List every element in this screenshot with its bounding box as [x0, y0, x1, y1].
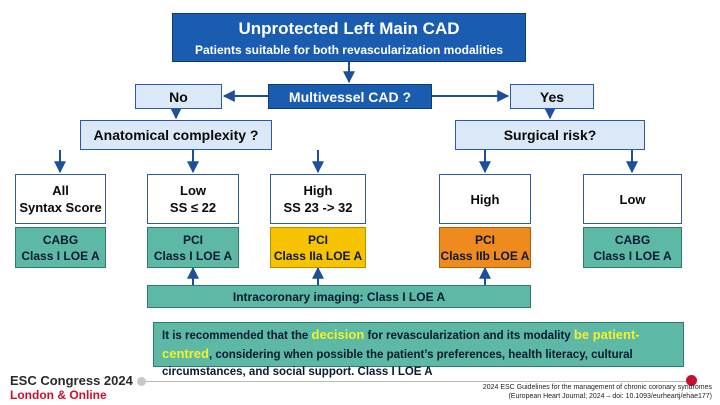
criteria-line1: High	[303, 183, 333, 198]
multivessel-box: Multivessel CAD ?	[268, 84, 432, 109]
rec-line1: PCI	[474, 232, 495, 247]
statement-text: for revascularization and its modality	[364, 330, 574, 342]
criteria-line2: SS 23 -> 32	[283, 200, 353, 215]
recommendation-cabg-all: CABG Class I LOE A	[15, 227, 106, 268]
anatomical-complexity-box: Anatomical complexity ?	[80, 120, 272, 150]
rec-line1: PCI	[182, 232, 203, 247]
rec-line2: Class IIb LOE A	[440, 248, 530, 263]
recommendation-pci-low: PCI Class I LOE A	[147, 227, 239, 268]
criteria-box-high-ss: High SS 23 -> 32	[270, 174, 366, 224]
statement-highlight-decision: decision	[311, 327, 365, 342]
rec-line2: Class I LOE A	[593, 248, 672, 263]
multivessel-label: Multivessel CAD ?	[288, 88, 412, 105]
criteria-line2: SS ≤ 22	[169, 200, 217, 215]
criteria-line2: Syntax Score	[19, 200, 102, 215]
statement-highlight-patient-centred: be patient-centred	[162, 327, 640, 361]
criteria-box-low-risk: Low	[583, 174, 682, 224]
recommendation-pci-high: PCI Class IIa LOE A	[270, 227, 366, 268]
title-box: Unprotected Left Main CAD Patients suita…	[172, 13, 526, 62]
anatomical-complexity-label: Anatomical complexity ?	[93, 127, 259, 143]
citation-line2: (European Heart Journal; 2024 – doi: 10.…	[508, 393, 712, 400]
footer-dot-grey-icon	[137, 377, 146, 386]
footer-dot-red-icon	[686, 375, 697, 386]
congress-title: ESC Congress 2024	[10, 373, 133, 388]
rec-line2: Class IIa LOE A	[273, 248, 363, 263]
criteria-box-high-risk: High	[439, 174, 531, 224]
criteria-line1: High	[470, 191, 500, 207]
criteria-line1: Low	[180, 183, 206, 198]
rec-line1: PCI	[307, 232, 328, 247]
statement-text: It is recommended that the	[162, 330, 312, 342]
citation: 2024 ESC Guidelines for the management o…	[483, 383, 712, 401]
patient-centred-statement: It is recommended that the decision for …	[153, 322, 684, 378]
diagram-subtitle: Patients suitable for both revasculariza…	[194, 42, 504, 57]
citation-line1: 2024 ESC Guidelines for the management o…	[482, 384, 712, 391]
surgical-risk-box: Surgical risk?	[455, 120, 645, 150]
intracoronary-imaging-box: Intracoronary imaging: Class I LOE A	[147, 285, 531, 308]
surgical-risk-label: Surgical risk?	[503, 127, 597, 143]
yes-box: Yes	[510, 84, 594, 109]
rec-line1: CABG	[42, 232, 79, 247]
no-label: No	[169, 88, 188, 105]
no-box: No	[135, 84, 222, 109]
yes-label: Yes	[539, 88, 565, 105]
rec-line1: CABG	[614, 232, 651, 247]
footer-divider	[142, 381, 690, 382]
recommendation-pci-high-risk: PCI Class IIb LOE A	[439, 227, 531, 268]
criteria-box-all: All Syntax Score	[15, 174, 106, 224]
intracoronary-imaging-label: Intracoronary imaging: Class I LOE A	[232, 289, 446, 304]
criteria-box-low-ss: Low SS ≤ 22	[147, 174, 239, 224]
congress-location: London & Online	[10, 388, 107, 402]
recommendation-cabg-low-risk: CABG Class I LOE A	[583, 227, 682, 268]
diagram-title: Unprotected Left Main CAD	[238, 18, 460, 38]
criteria-line1: All	[52, 183, 69, 198]
criteria-line1: Low	[619, 191, 646, 207]
rec-line2: Class I LOE A	[21, 248, 100, 263]
rec-line2: Class I LOE A	[153, 248, 233, 263]
statement-text: , considering when possible the patient’…	[162, 349, 633, 378]
